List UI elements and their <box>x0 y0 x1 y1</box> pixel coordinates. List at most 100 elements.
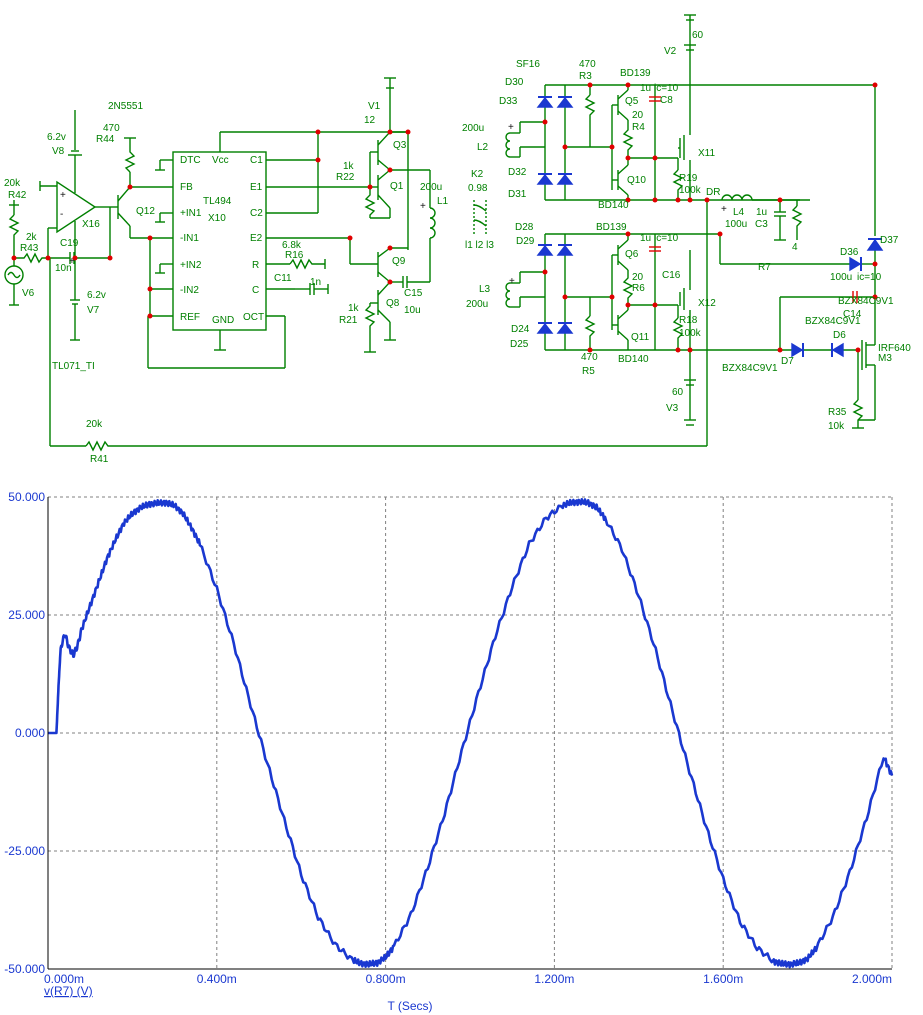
polarity-mark: + <box>721 204 727 215</box>
component-label: 200u <box>420 182 442 193</box>
component-label: BD139 <box>596 222 627 233</box>
component-label: 60 <box>672 387 684 398</box>
component-label: D31 <box>508 189 527 200</box>
x-tick-label: 1.200m <box>534 972 574 986</box>
component-label: FB <box>180 182 193 193</box>
component-label: 10k <box>828 421 845 432</box>
component-label: C14 <box>843 309 862 320</box>
component-label: +IN2 <box>180 260 202 271</box>
component-label: Q3 <box>393 140 407 151</box>
component-label: R43 <box>20 243 39 254</box>
component-label: IRF640 <box>878 343 911 354</box>
component-label: V2 <box>664 46 677 57</box>
component-label: BD139 <box>620 68 651 79</box>
x-tick-label: 0.400m <box>197 972 237 986</box>
component-label: M3 <box>878 353 892 364</box>
component-label: L4 <box>733 207 745 218</box>
component-label: ic=10 <box>654 233 679 244</box>
component-label: R5 <box>582 366 595 377</box>
component-label: BD140 <box>618 354 649 365</box>
component-label: Q8 <box>386 298 400 309</box>
component-label: C1 <box>250 155 263 166</box>
component-label: D37 <box>880 235 899 246</box>
component-label: Q12 <box>136 206 155 217</box>
component-label: R42 <box>8 190 27 201</box>
component-label: Vcc <box>212 155 229 166</box>
component-label: ic=10 <box>857 272 882 283</box>
component-label: R44 <box>96 134 115 145</box>
component-label: DR <box>706 187 720 198</box>
red-capacitors <box>649 96 858 303</box>
component-label: BZX84C9V1 <box>805 316 861 327</box>
y-tick-label: 25.000 <box>8 608 45 622</box>
component-label: X11 <box>698 148 715 159</box>
polarity-mark: + <box>508 122 514 133</box>
component-label: 0.98 <box>468 183 488 194</box>
x-tick-label: 0.800m <box>366 972 406 986</box>
schematic-diagram: 2N5551470R446.2vV820kR422kR43C1910nV66.2… <box>4 14 911 465</box>
polarity-mark: + <box>60 190 66 201</box>
ic-pins <box>147 131 408 369</box>
component-label: 6.2v <box>47 132 66 143</box>
component-label: D36 <box>840 247 859 258</box>
component-label: R35 <box>828 407 847 418</box>
component-label: -IN2 <box>180 285 199 296</box>
component-label: 10n <box>55 263 72 274</box>
series-line-vr7 <box>47 498 894 969</box>
component-label: OCT <box>243 312 264 323</box>
component-label: V8 <box>52 146 65 157</box>
transformer-k2 <box>473 200 487 235</box>
component-label: E1 <box>250 182 263 193</box>
component-label: 100u <box>830 272 852 283</box>
chart-grid <box>48 496 893 969</box>
component-label: SF16 <box>516 59 540 70</box>
component-label: 100k <box>679 328 702 339</box>
component-label: 470 <box>579 59 596 70</box>
component-label: 60 <box>692 30 704 41</box>
component-label: R3 <box>579 71 592 82</box>
component-label: D29 <box>516 236 535 247</box>
component-label: 1u <box>756 207 767 218</box>
component-label: REF <box>180 312 200 323</box>
component-label: V1 <box>368 101 381 112</box>
component-label: 100k <box>679 185 702 196</box>
component-label: 1k <box>343 161 355 172</box>
component-label: Q11 <box>631 332 650 343</box>
component-label: R16 <box>285 250 304 261</box>
output-filter <box>721 194 803 241</box>
y-tick-label: 50.000 <box>8 490 45 504</box>
x-axis-title: T (Secs) <box>387 999 432 1013</box>
component-label: L2 <box>477 142 489 153</box>
component-label: BZX84C9V1 <box>838 296 894 307</box>
legend-vr7[interactable]: v(R7) (V) <box>44 984 93 998</box>
component-label: C <box>252 285 259 296</box>
component-label: Q1 <box>390 181 404 192</box>
component-label: X12 <box>698 298 716 309</box>
component-label: L1 <box>437 196 449 207</box>
component-label: 1u <box>640 83 651 94</box>
y-tick-label: -25.000 <box>4 844 45 858</box>
chart-axes <box>47 497 892 970</box>
component-label: 10u <box>404 305 421 316</box>
component-label: 20k <box>4 178 21 189</box>
component-label: X16 <box>82 219 100 230</box>
component-label: BZX84C9V1 <box>722 363 778 374</box>
component-label: Q6 <box>625 249 639 260</box>
component-label: R <box>252 260 259 271</box>
component-label: V7 <box>87 305 100 316</box>
component-label: 470 <box>581 352 598 363</box>
component-label: ic=10 <box>654 83 679 94</box>
component-label: V3 <box>666 403 679 414</box>
x-tick-label: 2.000m <box>852 972 892 986</box>
component-label: Q5 <box>625 96 639 107</box>
component-label: D24 <box>511 324 530 335</box>
component-label: GND <box>212 315 234 326</box>
component-label: 1n <box>310 277 321 288</box>
x-tick-label: 1.600m <box>703 972 743 986</box>
component-label: R18 <box>679 315 698 326</box>
x-tick-label: 0.000m <box>44 972 84 986</box>
component-label: 470 <box>103 123 120 134</box>
polarity-mark: + <box>420 201 426 212</box>
junction-dots <box>11 82 878 353</box>
